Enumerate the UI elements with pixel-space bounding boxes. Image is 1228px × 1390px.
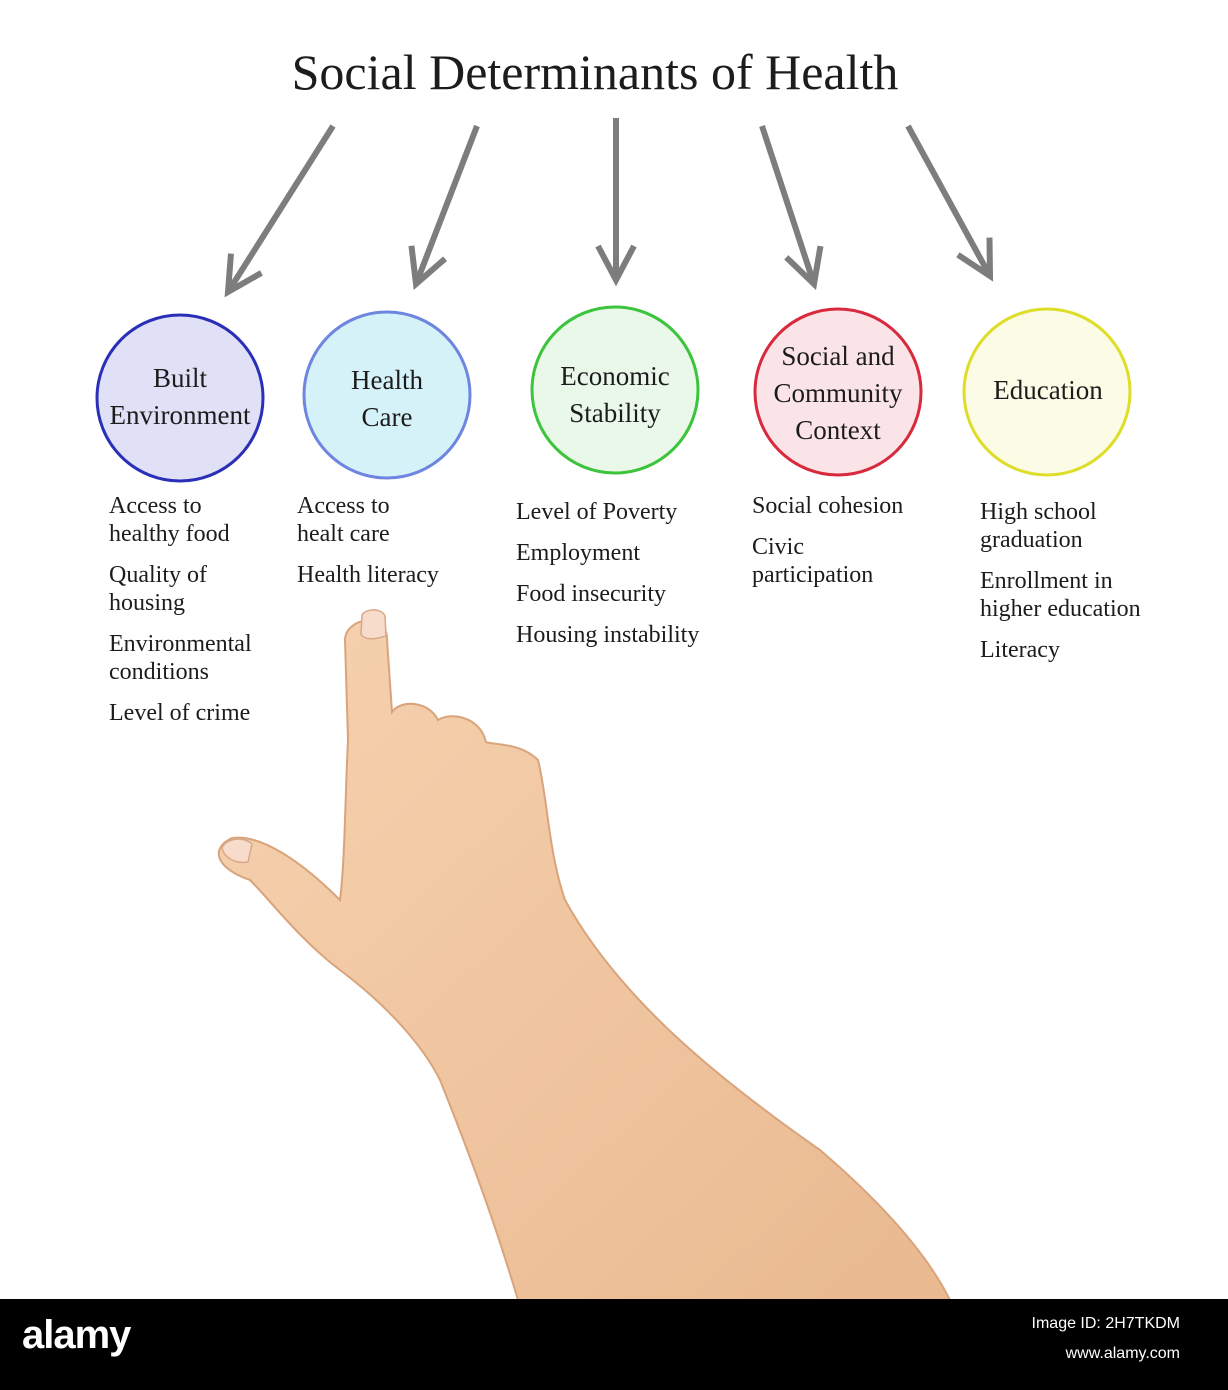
list-item-line: Literacy [980, 637, 1060, 663]
category-label-line: Community [773, 378, 903, 408]
alamy-logo: alamy [22, 1313, 131, 1357]
image-id-text: Image ID: 2H7TKDM [1031, 1315, 1180, 1332]
list-item-line: Access to [297, 493, 390, 519]
list-item: Health literacy [297, 561, 439, 589]
list-item-line: Quality of [109, 562, 207, 588]
category-circles [95, 305, 1132, 483]
category-label-5: Education [962, 372, 1134, 409]
category-circle-2 [302, 310, 472, 480]
list-item-line: higher education [980, 596, 1141, 622]
list-item: Level of crime [109, 699, 252, 727]
pointing-hand [217, 609, 952, 1300]
watermark-bar: alamy Image ID: 2H7TKDM www.alamy.com [0, 1299, 1228, 1390]
arrowhead-1 [224, 253, 263, 298]
list-item-line: conditions [109, 659, 209, 685]
category-label-line: Built [152, 363, 207, 393]
category-circle-5 [962, 307, 1132, 477]
category-label-line: Health [351, 365, 423, 395]
list-item-line: participation [752, 562, 874, 588]
category-circle-1 [95, 313, 265, 483]
category-label-line: Environment [109, 400, 251, 430]
list-item-line: Environmental [109, 631, 252, 657]
category-label-line: Care [361, 402, 413, 432]
site-url-text: www.alamy.com [1065, 1345, 1180, 1362]
list-item-line: healt care [297, 521, 390, 547]
thumbnail [221, 838, 253, 864]
arrow-1 [227, 124, 336, 291]
category-circle-4 [753, 307, 923, 477]
list-item-line: Level of Poverty [516, 499, 678, 525]
list-item-line: healthy food [109, 521, 230, 547]
list-item: Social cohesion [752, 492, 903, 520]
list-item: Employment [516, 539, 699, 567]
list-item-line: Social cohesion [752, 493, 904, 519]
category-label-line: Stability [569, 398, 661, 428]
list-item-line: Employment [516, 540, 640, 566]
list-item: Food insecurity [516, 580, 699, 608]
list-item-line: graduation [980, 527, 1083, 553]
fingernail [360, 609, 387, 640]
arrow-5 [905, 124, 991, 274]
arrowhead-4 [784, 245, 824, 291]
category-label-line: Context [795, 415, 881, 445]
arrow-4 [759, 125, 816, 282]
list-item-line: High school [980, 499, 1097, 525]
list-item: Level of Poverty [516, 498, 699, 526]
arrowhead-3 [595, 244, 637, 287]
list-item-line: Enrollment in [980, 568, 1113, 594]
diagram-canvas [95, 118, 1132, 1300]
page-title: Social Determinants of Health [291, 44, 899, 100]
list-item-line: housing [109, 590, 186, 616]
arrows [224, 118, 994, 298]
arrowhead-5 [956, 237, 994, 282]
list-item-line: Level of crime [109, 700, 251, 726]
category-label-line: Social and [781, 341, 895, 371]
list-item-line: Civic [752, 534, 804, 560]
arrowhead-2 [408, 245, 448, 290]
list-item: Housing instability [516, 621, 699, 649]
arrow-2 [414, 124, 480, 282]
list-item-line: Health literacy [297, 562, 439, 588]
list-item: Literacy [980, 636, 1141, 664]
list-item-line: Access to [109, 493, 202, 519]
category-label-line: Economic [560, 361, 670, 391]
list-item-line: Food insecurity [516, 581, 666, 607]
category-label-line: Education [993, 375, 1103, 405]
list-item-line: Housing instability [516, 622, 700, 648]
category-circle-3 [530, 305, 700, 475]
